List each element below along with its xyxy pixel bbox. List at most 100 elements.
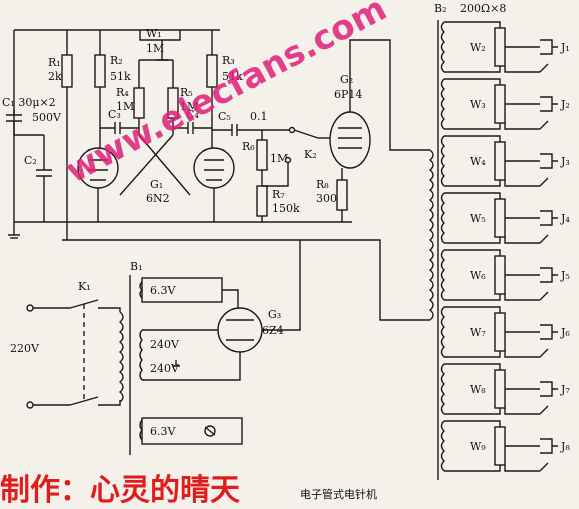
g1-type: 6N2 — [146, 192, 170, 205]
capacitor-c3: C₃ — [100, 108, 139, 134]
output-channel: W₇ J₆ — [440, 306, 570, 358]
b2-spec: 200Ω×8 — [460, 2, 506, 15]
sec4-label: 6.3V — [150, 425, 176, 438]
transformer-b1: B₁ 6.3V 240V 240V 6.3V — [118, 260, 243, 455]
jack-label: J₈ — [560, 440, 570, 453]
r5-value: 1M — [180, 100, 198, 113]
credit-text: 制作：心灵的晴天 — [0, 473, 240, 508]
pot-label: W₉ — [470, 440, 486, 453]
jack-label: J₁ — [560, 41, 570, 54]
r5-label: R₅ — [180, 86, 193, 99]
potentiometer-icon — [494, 27, 506, 67]
potentiometer-icon — [494, 141, 506, 181]
pot-label: W₇ — [470, 326, 486, 339]
w1-label: W₁ — [146, 27, 162, 40]
r6-value: 1M — [270, 152, 288, 165]
pot-label: W₅ — [470, 212, 486, 225]
c4-label: C₄ — [186, 108, 199, 121]
output-channel: W₉ J₈ — [440, 420, 570, 472]
potentiometer-icon — [494, 426, 506, 466]
r1-value: 2k — [48, 70, 62, 83]
r4-label: R₄ — [116, 86, 129, 99]
jack-icon — [539, 96, 558, 130]
g2-type: 6P14 — [334, 88, 362, 101]
main-wiring — [8, 29, 430, 321]
jack-label: J₂ — [560, 98, 570, 111]
jack-label: J₆ — [560, 326, 570, 339]
r1-label: R₁ — [48, 56, 61, 69]
resistor-r3: R₃ 51k — [206, 30, 243, 135]
capacitor-c1: C₁ 30μ×2 500V — [2, 96, 62, 126]
pot-label: W₈ — [470, 383, 486, 396]
jack-icon — [539, 210, 558, 244]
pot-label: W₆ — [470, 269, 486, 282]
r2-value: 51k — [110, 70, 131, 83]
c1-label: C₁ 30μ×2 — [2, 96, 56, 109]
c5-value: 0.1 — [250, 110, 268, 123]
capacitor-c2: C₂ — [24, 135, 52, 222]
pot-label: W₃ — [470, 98, 486, 111]
k2-label: K₂ — [304, 148, 317, 161]
b1-label: B₁ — [130, 260, 143, 273]
c3-label: C₃ — [108, 108, 121, 121]
resistor-r8: R₈ 300 — [316, 178, 348, 222]
mains-voltage: 220V — [10, 342, 40, 355]
mains-input: K₁ 220V — [10, 280, 121, 409]
output-channel: W₆ J₅ — [440, 249, 570, 301]
sec2-label: 240V — [150, 338, 180, 351]
resistor-r5: R₅ 1M — [167, 60, 198, 135]
tube-g3: G₃ 6Z4 — [200, 240, 301, 381]
jack-icon — [539, 153, 558, 187]
g2-label: G₂ — [340, 73, 353, 86]
sec3-label: 240V — [150, 362, 180, 375]
tube-g2: G₂ 6P14 — [318, 39, 430, 180]
g1-label: G₁ — [150, 178, 163, 191]
jack-label: J₇ — [560, 383, 570, 396]
jack-icon — [539, 438, 558, 472]
c2-label: C₂ — [24, 154, 37, 167]
jack-label: J₅ — [560, 269, 570, 282]
k1-label: K₁ — [78, 280, 91, 293]
jack-icon — [539, 267, 558, 301]
r3-label: R₃ — [222, 54, 235, 67]
resistor-r2: R₂ 51k — [94, 30, 131, 135]
r8-label: R₈ — [316, 178, 329, 191]
resistor-r4: R₄ 1M — [116, 60, 145, 135]
switch-k2: K₂ — [262, 126, 319, 187]
resistor-r6: R₆ 1M — [242, 130, 288, 186]
output-channel: W₈ J₇ — [440, 363, 570, 415]
jack-icon — [539, 324, 558, 358]
capacitor-c5: C₅ 0.1 — [212, 110, 268, 136]
output-channel: W₄ J₃ — [440, 135, 570, 187]
r4-value: 1M — [116, 100, 134, 113]
sec1-label: 6.3V — [150, 284, 176, 297]
jack-icon — [539, 381, 558, 415]
r8-value: 300 — [316, 192, 337, 205]
resistor-r1: R₁ 2k — [48, 30, 73, 240]
b2-label: B₂ — [434, 2, 447, 15]
resistor-r7: R₇ 150k — [256, 185, 300, 222]
potentiometer-icon — [494, 255, 506, 295]
jack-icon — [539, 39, 558, 73]
r3-value: 51k — [222, 70, 243, 83]
output-channel: W₃ J₂ — [440, 78, 570, 130]
r7-label: R₇ — [272, 188, 285, 201]
potentiometer-w1: W₁ 1M — [139, 27, 181, 61]
r7-value: 150k — [272, 202, 300, 215]
potentiometer-icon — [494, 198, 506, 238]
potentiometer-icon — [494, 369, 506, 409]
capacitor-c4: C₄ — [173, 108, 212, 134]
potentiometer-icon — [494, 312, 506, 352]
pot-label: W₄ — [470, 155, 486, 168]
transformer-b2: B₂ 200Ω×8 — [428, 2, 506, 480]
w1-value: 1M — [146, 42, 164, 55]
c1-voltage: 500V — [32, 111, 62, 124]
g3-type: 6Z4 — [262, 324, 284, 337]
r6-label: R₆ — [242, 140, 255, 153]
g3-label: G₃ — [268, 308, 281, 321]
jack-label: J₃ — [560, 155, 570, 168]
r2-label: R₂ — [110, 54, 123, 67]
